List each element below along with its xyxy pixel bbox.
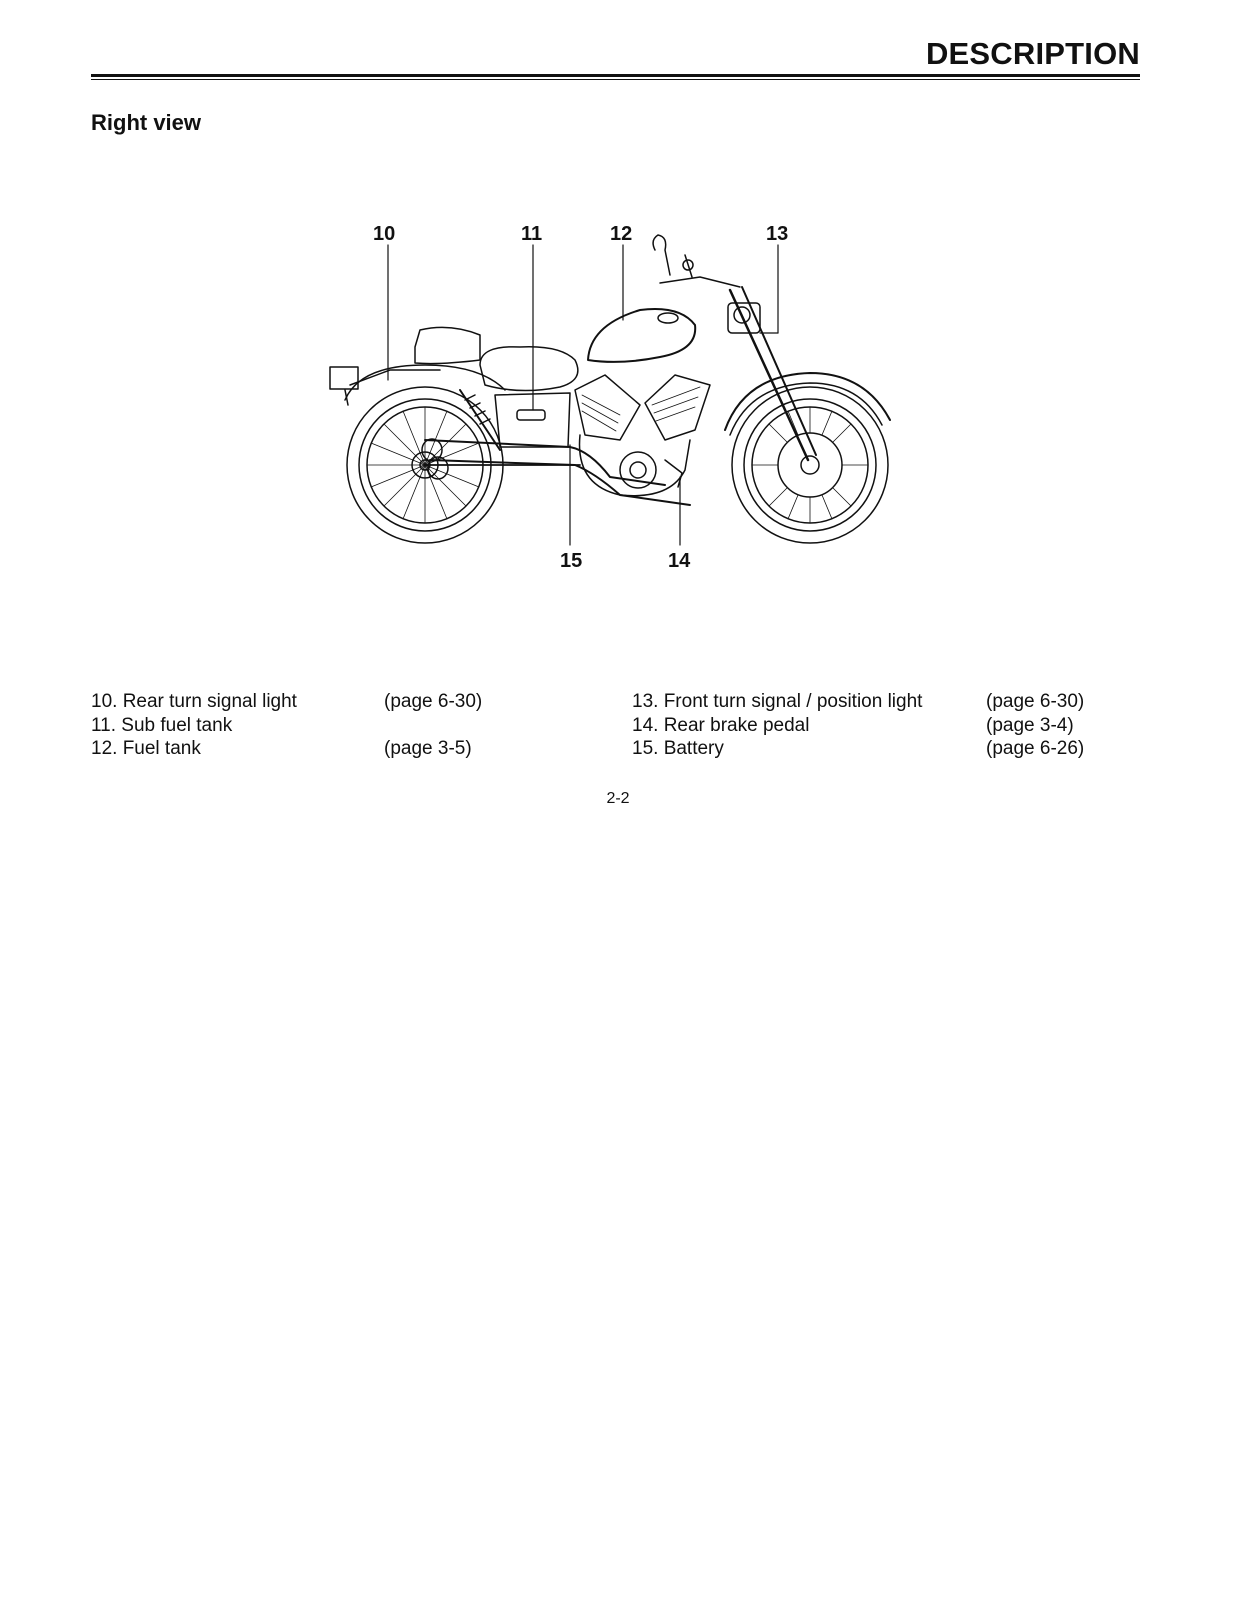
legend-label: 10. Rear turn signal light [91,691,297,712]
legend-label: 15. Battery [632,738,724,759]
legend-label: 12. Fuel tank [91,738,201,759]
legend-page-ref: (page 6-26) [986,738,1085,759]
motorcycle-illustration [329,234,891,546]
header-rule [91,74,1140,77]
legend-item: 11. Sub fuel tank [91,714,482,738]
legend-page-ref: (page 6-30) [384,691,483,712]
legend-label: 11. Sub fuel tank [91,714,233,736]
legend-right: 13. Front turn signal / position light (… [632,690,1084,761]
legend-item: 12. Fuel tank (page 3-5) [91,737,482,761]
engine [574,374,711,497]
front-fork [652,234,817,462]
motorcycle-figure: 10 11 12 13 14 15 [320,215,920,585]
legend-page-ref: (page 3-4) [986,714,1074,736]
legend-label: 13. Front turn signal / position light [632,691,923,712]
callout-14: 14 [668,550,691,572]
header-rule-thin [91,79,1140,80]
leader-lines [387,244,779,546]
legend-item: 15. Battery (page 6-26) [632,737,1084,761]
legend-item: 13. Front turn signal / position light (… [632,690,1084,714]
header-title: DESCRIPTION [925,36,1140,71]
rear-fender [329,364,506,406]
brake-pedal [664,459,683,488]
legend-left: 10. Rear turn signal light (page 6-30) 1… [91,690,482,761]
callout-10: 10 [373,223,396,245]
legend-page-ref: (page 3-5) [384,738,472,759]
callout-13: 13 [766,223,789,245]
legend-page-ref: (page 6-30) [986,691,1085,712]
callout-11: 11 [521,223,543,245]
legend-label: 14. Rear brake pedal [632,714,810,736]
rear-shock [424,389,581,466]
callout-12: 12 [610,223,633,245]
section-title: Right view [91,110,202,135]
page-number: 2-2 [606,790,630,807]
legend-item: 14. Rear brake pedal (page 3-4) [632,714,1084,738]
seat-and-tank [414,308,697,392]
callout-15: 15 [560,550,583,572]
front-wheel [724,372,891,544]
legend-item: 10. Rear turn signal light (page 6-30) [91,690,482,714]
